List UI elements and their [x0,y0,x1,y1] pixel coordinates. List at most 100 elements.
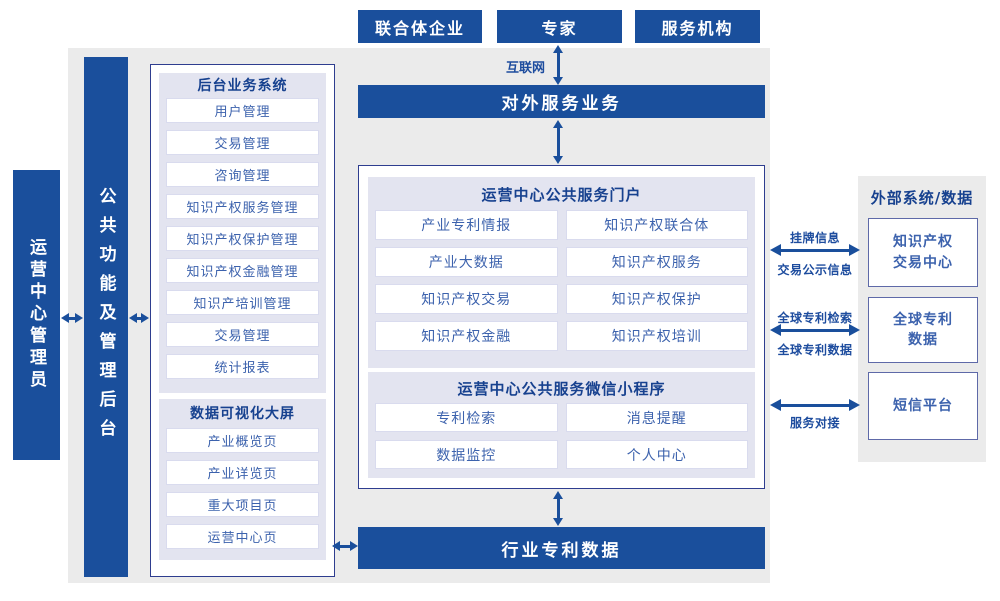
global-patent-search-label: 全球专利检索 [777,311,853,325]
list-item: 知识产权联合体 [565,210,748,240]
box-label-line2: 数据 [908,332,938,348]
wechat-miniprogram-panel: 运营中心公共服务微信小程序 专利检索 消息提醒 数据监控 个人中心 [368,372,755,478]
list-item: 知识产权服务管理 [166,194,319,219]
double-arrow-horizontal-icon [332,540,358,552]
double-arrow-vertical-icon [552,45,564,85]
list-item: 专利检索 [375,403,558,432]
actor-label: 联合体企业 [374,18,465,38]
internet-label: 互联网 [505,61,545,76]
list-item: 交易管理 [166,130,319,155]
ip-trading-center-box: 知识产权 交易中心 [868,218,978,287]
public-service-portal-panel: 运营中心公共服务门户 产业专利情报 知识产权联合体 产业大数据 知识产权服务 知… [368,177,755,368]
panel-items: 产业概览页 产业详览页 重大项目页 运营中心页 [159,428,326,549]
listing-info-label: 挂牌信息 [789,231,840,245]
global-patent-data-label: 全球专利数据 [777,343,853,357]
public-function-backend-bar: 公共功能及管理后台 [84,57,128,577]
double-arrow-horizontal-icon [770,323,860,337]
external-systems-title: 外部系统/数据 [870,189,974,207]
list-item: 知识产权服务 [565,247,748,277]
arrow-shaft [556,53,560,77]
double-arrow-vertical-icon [552,120,564,164]
global-patent-data-box: 全球专利 数据 [868,297,978,363]
arrow-head-right-icon [849,399,860,411]
box-label-line1: 全球专利 [893,311,953,328]
arrow-head-right-icon [141,313,149,323]
arrow-head-right-icon [75,313,83,323]
arrow-head-right-icon [350,541,358,551]
panel-items: 用户管理 交易管理 咨询管理 知识产权服务管理 知识产权保护管理 知识产权金融管… [159,98,326,379]
double-arrow-horizontal-icon [129,312,149,324]
trade-public-info-label: 交易公示信息 [777,263,853,277]
list-item: 知识产培训管理 [166,290,319,315]
sms-platform-box: 短信平台 [868,372,978,440]
arrow-head-down-icon [553,156,563,164]
arrow-shaft [137,316,141,320]
list-item: 知识产权保护 [565,284,748,314]
list-item: 知识产权交易 [375,284,558,314]
arrow-shaft [781,248,849,252]
actor-expert-box: 专家 [497,10,622,43]
arrow-head-left-icon [770,324,781,336]
actor-label: 专家 [541,18,578,38]
arrow-head-left-icon [332,541,340,551]
arrow-shaft [556,128,560,156]
external-service-bar: 对外服务业务 [358,85,765,118]
industry-patent-data-bar: 行业专利数据 [358,527,765,569]
arrow-head-up-icon [553,45,563,53]
actor-consortium-enterprise-box: 联合体企业 [358,10,482,43]
bar-label: 对外服务业务 [501,94,622,114]
list-item: 重大项目页 [166,492,319,517]
arrow-shaft [69,316,75,320]
list-item: 知识产权培训 [565,321,748,351]
box-label-line2: 交易中心 [893,254,953,271]
arrow-shaft [781,328,849,332]
arrow-head-down-icon [553,518,563,526]
double-arrow-vertical-icon [552,491,564,526]
list-item: 统计报表 [166,354,319,379]
panel-title: 数据可视化大屏 [190,406,295,422]
double-arrow-horizontal-icon [61,312,83,324]
arrow-head-right-icon [849,324,860,336]
list-item: 知识产权金融管理 [166,258,319,283]
list-item: 知识产权金融 [375,321,558,351]
panel-title: 后台业务系统 [197,78,288,94]
operation-center-admin-box: 运营中心管理员 [13,170,60,460]
list-item: 运营中心页 [166,524,319,549]
arrow-shaft [556,499,560,518]
box-label-line1: 短信平台 [893,397,953,414]
box-label-line1: 知识产权 [893,234,953,251]
list-item: 产业概览页 [166,428,319,453]
list-item: 产业详览页 [166,460,319,485]
list-item: 知识产权保护管理 [166,226,319,251]
double-arrow-horizontal-icon [770,243,860,257]
arrow-head-left-icon [129,313,137,323]
arrow-head-left-icon [770,244,781,256]
actor-label: 服务机构 [661,18,734,38]
service-docking-label: 服务对接 [789,416,840,430]
panel-items: 产业专利情报 知识产权联合体 产业大数据 知识产权服务 知识产权交易 知识产权保… [368,210,755,351]
data-visualization-panel: 数据可视化大屏 产业概览页 产业详览页 重大项目页 运营中心页 [159,399,326,560]
arrow-head-up-icon [553,491,563,499]
actor-service-agency-box: 服务机构 [635,10,760,43]
bar-label: 行业专利数据 [501,540,622,561]
list-item: 个人中心 [565,440,748,469]
double-arrow-horizontal-icon [770,398,860,412]
arrow-head-left-icon [770,399,781,411]
panel-items: 专利检索 消息提醒 数据监控 个人中心 [368,403,755,469]
arrow-head-down-icon [553,77,563,85]
backend-business-system-panel: 后台业务系统 用户管理 交易管理 咨询管理 知识产权服务管理 知识产权保护管理 … [159,73,326,393]
arrow-head-up-icon [553,120,563,128]
list-item: 交易管理 [166,322,319,347]
arrow-head-right-icon [849,244,860,256]
panel-title: 运营中心公共服务门户 [481,186,642,204]
list-item: 数据监控 [375,440,558,469]
list-item: 产业专利情报 [375,210,558,240]
list-item: 用户管理 [166,98,319,123]
list-item: 产业大数据 [375,247,558,277]
panel-title: 运营中心公共服务微信小程序 [457,380,666,398]
arrow-shaft [340,544,350,548]
list-item: 咨询管理 [166,162,319,187]
list-item: 消息提醒 [565,403,748,432]
arrow-shaft [781,403,849,407]
